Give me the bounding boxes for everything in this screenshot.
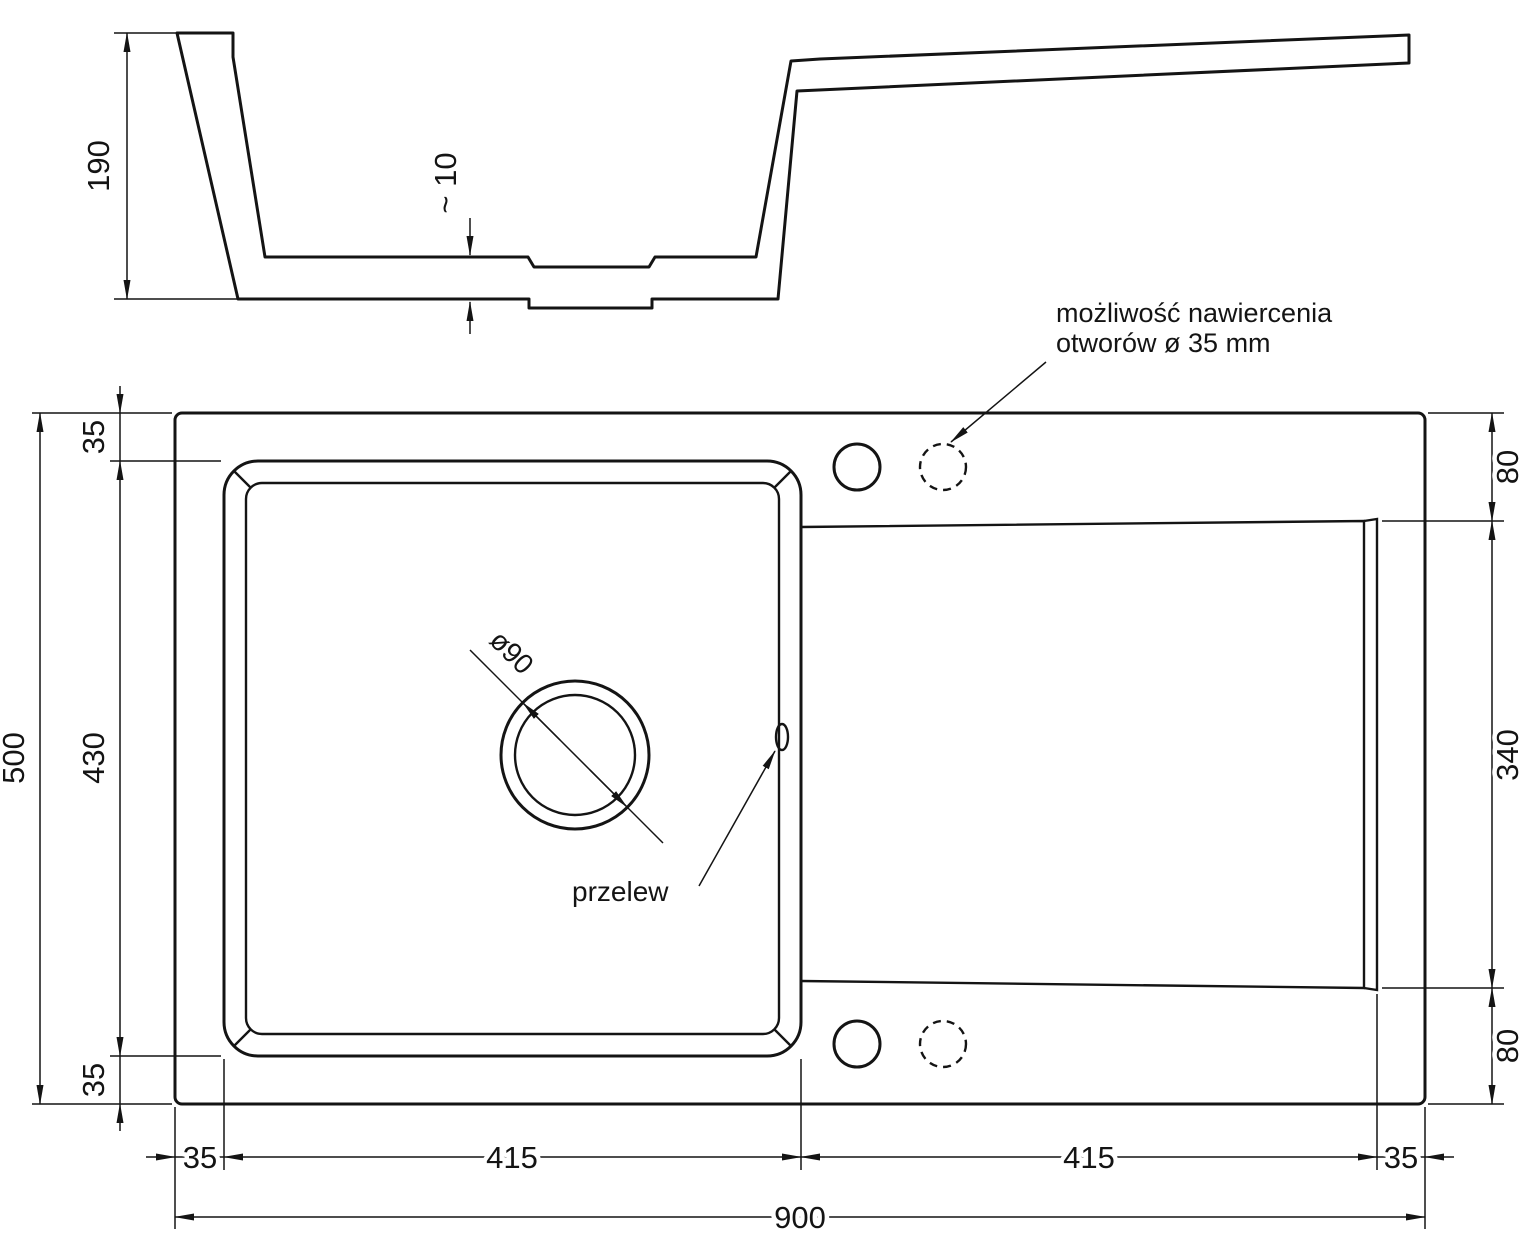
dim-left-column: 500 35 430 35: [0, 386, 221, 1131]
hole-bottom-solid: [832, 1019, 882, 1069]
overflow-label: przelew: [572, 876, 669, 907]
dim-right-top-label: 80: [1490, 450, 1525, 484]
dim-right-middle-label: 340: [1490, 729, 1525, 781]
dim-bottom-thickness-label: ~ 10: [428, 152, 463, 213]
hole-bottom-optional: [918, 1019, 968, 1069]
section-profile: [175, 31, 1411, 310]
section-view: 190 ~ 10: [77, 31, 1411, 334]
plan-view: ø90 przelew możliwość nawiercenia otworó…: [0, 294, 1526, 1240]
drain-outer-circle: [499, 679, 651, 831]
drainboard: [800, 517, 1379, 992]
bowl-inner-rim: [244, 481, 781, 1036]
dim-bowl-height-label: 430: [76, 732, 111, 784]
drainboard-outline: [800, 519, 1366, 990]
overflow-leader: [698, 750, 776, 887]
dim-height-label: 500: [0, 732, 31, 784]
dim-depth-190: 190: [77, 32, 252, 300]
dim-bottom-thickness: ~ 10: [424, 148, 474, 334]
drain: ø90: [469, 620, 664, 844]
bowl-corner-ticks: [233, 470, 792, 1047]
diameter-arrow: [589, 769, 628, 808]
drill-note-arrow: [950, 361, 1047, 443]
overflow-mark: [774, 722, 790, 752]
diameter-line: [469, 649, 664, 844]
dim-bottom-margin-left-label: 35: [183, 1140, 217, 1175]
drill-note: możliwość nawiercenia otworów ø 35 mm: [950, 294, 1338, 443]
sink-outline: [173, 411, 1427, 1106]
dim-width-label: 900: [774, 1200, 826, 1235]
dim-bottom-rows: 35 415 415 35 900: [146, 994, 1454, 1240]
hole-top-solid: [832, 442, 882, 492]
drill-note-line2: otworów ø 35 mm: [1056, 328, 1271, 358]
dim-right-column: 80 340 80: [1382, 412, 1526, 1105]
bowl-outer-rim: [222, 459, 803, 1058]
hole-top-optional: [918, 442, 968, 492]
dim-drainer-width-label: 415: [1063, 1140, 1115, 1175]
dim-margin-top-label: 35: [76, 420, 111, 454]
dim-margin-bottom-label: 35: [76, 1063, 111, 1097]
dim-right-bottom-label: 80: [1490, 1029, 1525, 1063]
diameter-arrow: [522, 702, 561, 741]
drain-inner-circle: [513, 693, 637, 817]
overflow: przelew: [568, 722, 790, 912]
drill-note-line1: możliwość nawiercenia: [1056, 298, 1333, 328]
drainboard-edge: [1363, 517, 1379, 992]
dim-bottom-margin-right-label: 35: [1384, 1140, 1418, 1175]
dim-depth-label: 190: [81, 140, 116, 192]
faucet-holes: [832, 442, 968, 1069]
dim-bowl-width-label: 415: [486, 1140, 538, 1175]
